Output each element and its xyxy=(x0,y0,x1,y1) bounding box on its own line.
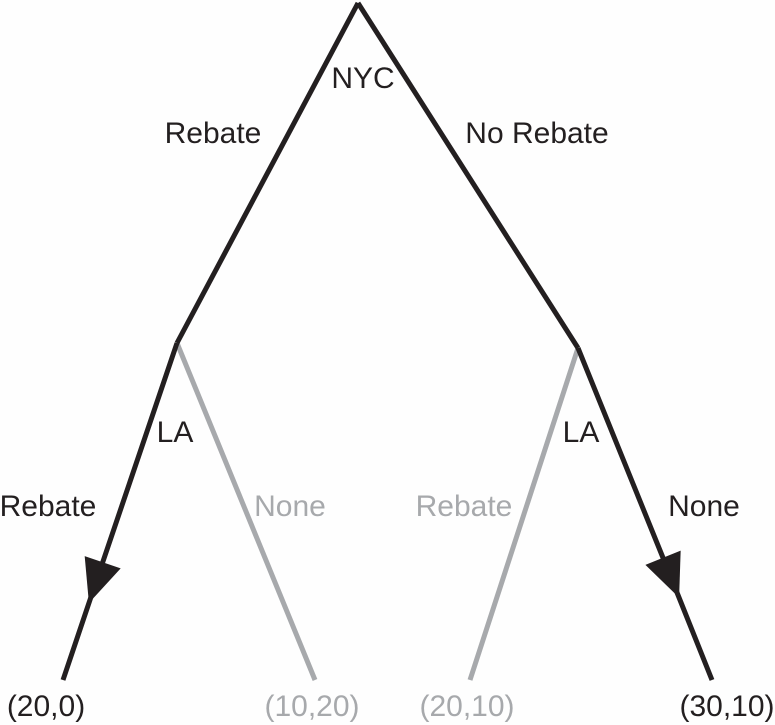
payoff-right-none: (30,10) xyxy=(679,690,774,723)
payoff-left-rebate: (20,0) xyxy=(7,690,85,723)
payoff-left-none: (10,20) xyxy=(264,690,359,723)
branch-label-rebate-gray-right: Rebate xyxy=(416,490,513,523)
branch-nyc-no-rebate xyxy=(355,1,581,350)
branch-label-no-rebate-top-right: No Rebate xyxy=(465,117,608,150)
branch-right-la-rebate xyxy=(467,347,581,681)
branch-left-la-rebate xyxy=(60,342,180,681)
payoff-right-rebate: (20,10) xyxy=(419,690,514,723)
node-label-la-left: LA xyxy=(157,416,194,449)
branch-right-la-none xyxy=(575,347,715,681)
branch-label-rebate-top-left: Rebate xyxy=(165,117,262,150)
branch-label-none-bottom-right: None xyxy=(668,490,740,523)
node-label-la-right: LA xyxy=(563,416,600,449)
branch-left-la-none xyxy=(174,342,318,681)
branch-label-none-gray-left: None xyxy=(254,490,326,523)
node-label-nyc: NYC xyxy=(331,62,394,95)
branch-nyc-rebate xyxy=(174,1,361,345)
branch-label-rebate-bottom-left: Rebate xyxy=(0,490,96,523)
